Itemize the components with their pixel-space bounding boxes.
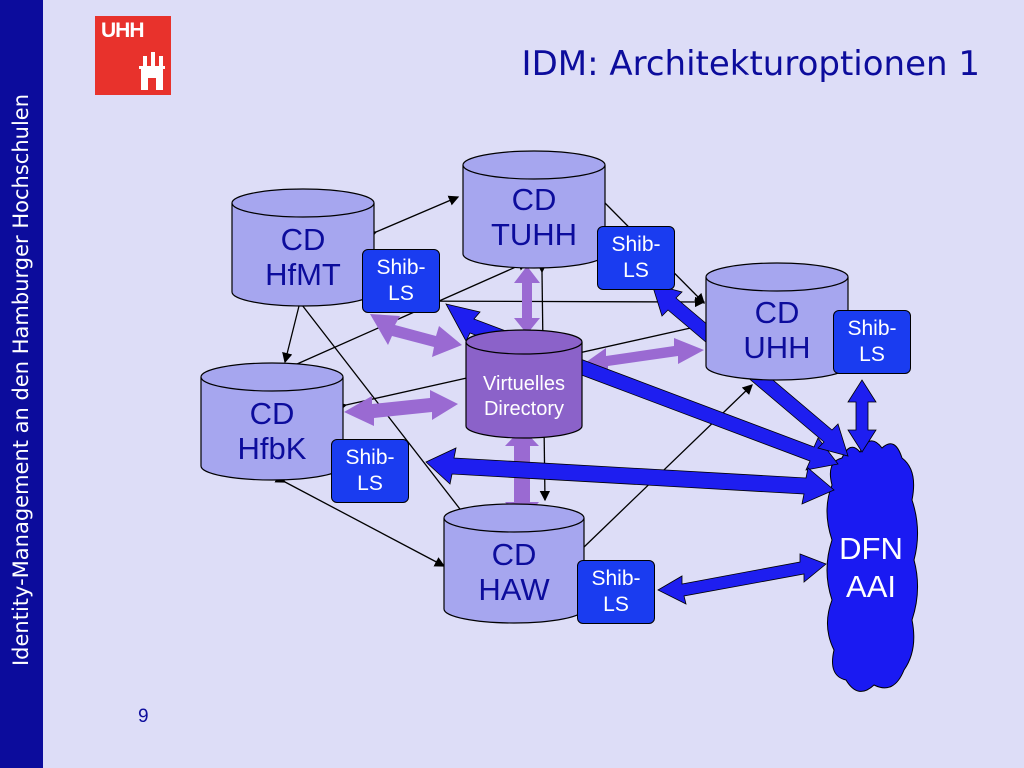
logo-text: UHH [101,19,144,42]
purple-arrows [344,266,704,522]
cylinder-hfmt [231,188,375,307]
cylinder-uhh [705,262,849,381]
cylinder-hfbk [200,362,344,481]
shib-ls-haw: Shib-LS [577,560,655,624]
shib-ls-hfbk: Shib-LS [331,439,409,503]
uhh-logo: UHH [95,16,171,95]
castle-icon [139,52,165,90]
cylinder-haw [443,503,585,624]
shib-ls-hfmt: Shib-LS [362,249,440,313]
page-number: 9 [138,706,149,727]
shib-ls-uhh: Shib-LS [833,310,911,374]
sidebar: Identity-Management an den Hamburger Hoc… [0,0,43,768]
cylinder-virtual-directory [465,329,583,439]
shib-ls-tuhh: Shib-LS [597,226,675,290]
page-title: IDM: Architekturoptionen 1 [521,44,980,84]
cylinder-tuhh [462,150,606,269]
dfn-aai-cloud [826,440,918,692]
